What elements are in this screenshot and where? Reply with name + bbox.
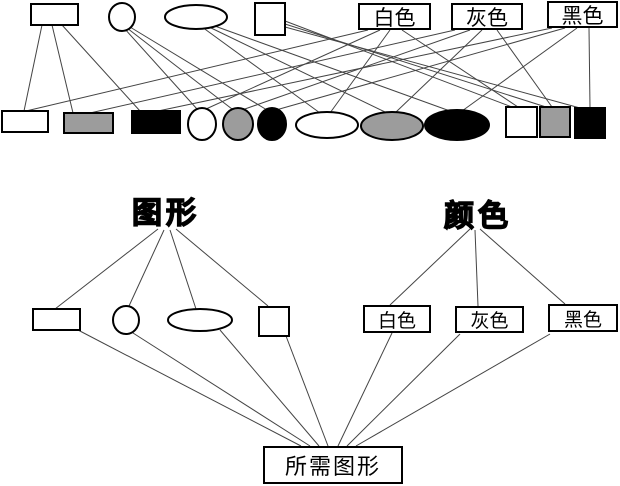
option-ellipse-shape: [167, 308, 233, 332]
edge-gray-gray-square: [496, 29, 553, 108]
category-heading-color: 颜色: [443, 199, 512, 233]
top-color-label-black: 黑色: [561, 4, 604, 28]
edge-white-white-circle: [205, 29, 381, 110]
edge-shape-category-rectangle: [54, 228, 159, 310]
option-circle-shape: [112, 305, 140, 335]
edge-circle-result: [132, 332, 311, 447]
category-heading-shape: 图形: [131, 196, 200, 230]
top-color-label-gray: 灰色: [466, 6, 508, 30]
edge-shape-category-square: [175, 228, 269, 307]
edge-shape-category-ellipse: [169, 229, 197, 310]
black-rectangle: [131, 110, 181, 134]
bottom-diagram-edges: [54, 228, 566, 447]
top-circle-shape: [108, 2, 136, 32]
edge-color-category-white: [389, 228, 471, 306]
black-square: [574, 107, 606, 139]
edge-black-black-circle: [275, 27, 566, 111]
edge-black-result: [355, 333, 551, 447]
gray-ellipse: [360, 111, 424, 141]
edge-gray-result: [346, 333, 461, 447]
top-ellipse-shape: [164, 4, 228, 30]
edge-square-gray-square: [284, 23, 547, 108]
edge-color-category-gray: [474, 229, 479, 307]
gray-rectangle: [63, 112, 114, 134]
top-shape-nodes: [30, 2, 286, 36]
edge-black-black-rectangle: [157, 27, 553, 112]
edge-rectangle-result: [77, 329, 302, 447]
edge-white-result: [337, 332, 393, 447]
edge-ellipse-white-ellipse: [201, 26, 321, 114]
edge-black-black-square: [588, 27, 591, 109]
option-color-label-gray: 灰色: [470, 311, 509, 332]
option-color-box-gray: 灰色: [455, 306, 524, 333]
edge-circle-gray-circle: [126, 27, 233, 110]
edge-square-black-square: [284, 26, 581, 109]
white-circle: [187, 107, 217, 141]
edge-color-category-black: [479, 228, 566, 305]
edge-white-white-ellipse: [329, 29, 391, 114]
gray-square: [539, 106, 571, 138]
white-square: [505, 106, 538, 138]
top-color-box-black: 黑色: [547, 1, 618, 28]
edge-white-white-rectangle: [25, 29, 369, 112]
black-ellipse: [424, 109, 490, 141]
top-diagram-edges: [23, 20, 591, 114]
top-color-box-white: 白色: [358, 3, 431, 30]
edge-rectangle-gray-rectangle: [51, 24, 74, 114]
top-color-label-white: 白色: [373, 6, 416, 30]
option-rectangle-shape: [32, 308, 81, 331]
white-rectangle: [1, 110, 49, 133]
option-color-label-white: 白色: [377, 310, 416, 332]
edge-rectangle-black-rectangle: [61, 24, 141, 112]
gray-circle: [222, 107, 254, 141]
top-rectangle-shape: [30, 3, 79, 26]
edge-rectangle-white-rectangle: [23, 24, 43, 112]
result-label: 所需图形: [284, 454, 381, 479]
edge-circle-white-circle: [123, 27, 198, 110]
edge-ellipse-result: [219, 329, 320, 447]
option-square-shape: [258, 306, 290, 337]
white-ellipse: [295, 111, 359, 139]
product-row: [1, 106, 606, 141]
option-color-label-black: 黑色: [563, 309, 602, 331]
edge-gray-gray-rectangle: [89, 29, 456, 114]
edge-gray-gray-ellipse: [395, 29, 483, 113]
edge-shape-category-circle: [128, 229, 165, 307]
edge-gray-gray-circle: [241, 29, 471, 111]
edge-circle-black-circle: [129, 26, 268, 111]
edge-square-white-square: [284, 20, 513, 108]
edge-black-black-ellipse: [461, 27, 578, 112]
edge-square-result: [285, 335, 329, 447]
edge-white-white-square: [401, 29, 519, 108]
edge-ellipse-gray-ellipse: [206, 25, 386, 113]
top-color-box-gray: 灰色: [451, 3, 523, 30]
result-box: 所需图形: [263, 446, 403, 484]
bottom-shape-options: [32, 305, 290, 337]
black-circle: [257, 107, 287, 141]
option-color-box-black: 黑色: [548, 304, 618, 332]
option-color-box-white: 白色: [363, 305, 431, 333]
top-square-shape: [254, 2, 286, 36]
edge-ellipse-black-ellipse: [211, 24, 451, 112]
